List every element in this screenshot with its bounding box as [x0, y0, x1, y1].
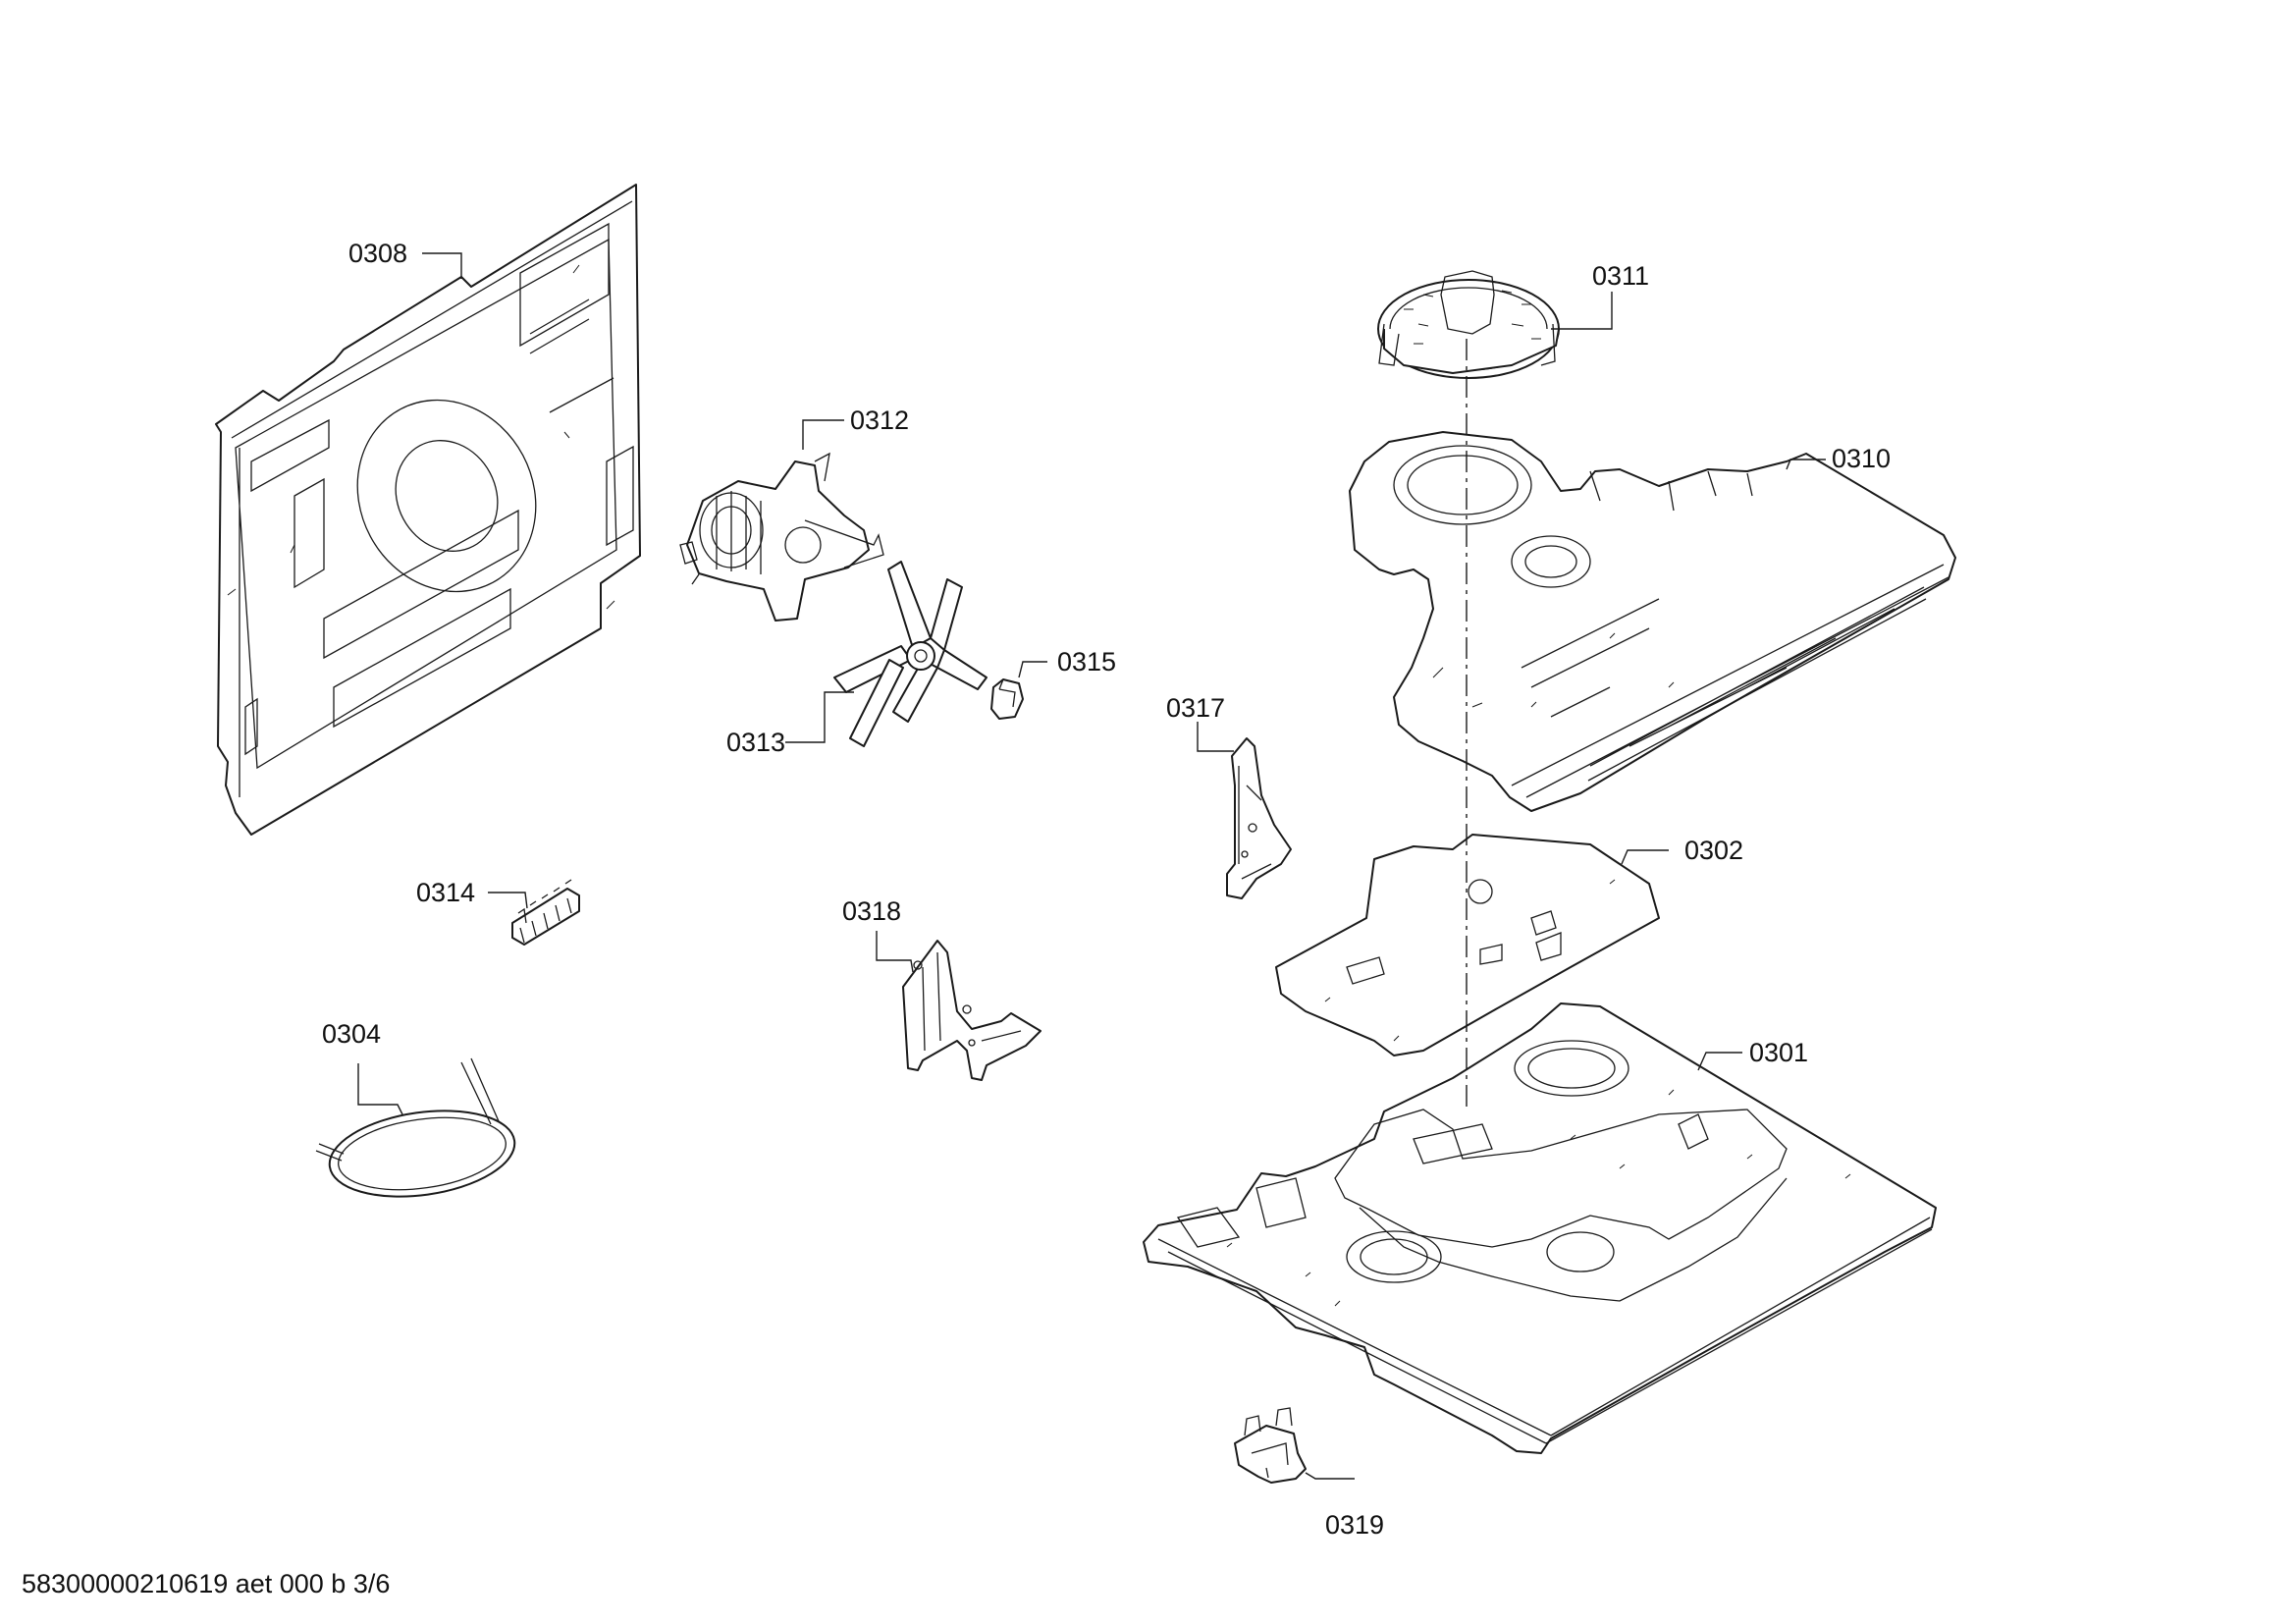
part-0317-bracket — [1226, 737, 1292, 899]
part-0304-cable — [315, 1057, 516, 1198]
label-0317: 0317 — [1166, 693, 1225, 723]
part-0314-terminal-block — [511, 879, 580, 946]
part-0302-cover-plate — [1275, 834, 1660, 1056]
part-0315-nut — [990, 678, 1024, 720]
label-0314: 0314 — [416, 878, 475, 907]
label-0319: 0319 — [1325, 1510, 1384, 1540]
part-0313-fan-wheel — [833, 561, 988, 747]
label-0304: 0304 — [322, 1019, 381, 1049]
part-0311-blower-wheel — [1377, 270, 1560, 379]
part-0310-fan-housing — [1349, 431, 1956, 812]
part-0312-fan-motor — [679, 452, 884, 622]
label-0302: 0302 — [1684, 836, 1743, 865]
label-0301: 0301 — [1749, 1038, 1808, 1067]
part-0319-door-switch — [1234, 1407, 1307, 1484]
part-0308-rear-panel — [215, 184, 641, 836]
part-0301-base-tray — [1143, 1002, 1937, 1454]
label-0315: 0315 — [1057, 647, 1116, 677]
part-labels: 0308 0312 0313 0315 0314 0304 0318 0317 … — [322, 239, 1891, 1540]
label-0311: 0311 — [1592, 261, 1649, 291]
label-0310: 0310 — [1832, 444, 1891, 473]
label-0312: 0312 — [850, 406, 909, 435]
label-0313: 0313 — [726, 728, 785, 757]
document-code: 58300000210619 aet 000 b 3/6 — [22, 1569, 391, 1598]
label-0318: 0318 — [842, 896, 901, 926]
leader-lines — [357, 252, 1826, 1480]
part-0318-bracket — [902, 940, 1041, 1081]
label-0308: 0308 — [348, 239, 407, 268]
